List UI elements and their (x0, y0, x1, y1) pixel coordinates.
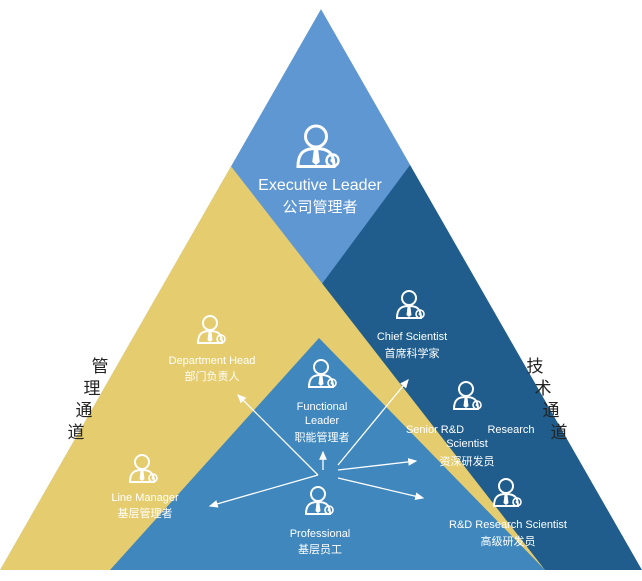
overlap-region (110, 338, 545, 570)
arrows (208, 378, 425, 508)
right-channel-char: 通 (543, 401, 560, 421)
professional-node: Professional 基层员工 (290, 486, 351, 556)
right-channel-char: 技 (527, 357, 544, 377)
functional-leader-en2: Leader (305, 415, 340, 427)
rd-research-zh: 高级研发员 (481, 534, 536, 548)
left-channel-char: 理 (84, 379, 101, 399)
left-channel-char: 道 (68, 423, 85, 443)
senior-rd-en2: Scientist (446, 438, 488, 450)
left-channel-char: 通 (76, 401, 93, 421)
executive-leader-zh: 公司管理者 (282, 199, 357, 216)
left-channel-label: 管 理 通 道 (68, 357, 109, 443)
left-channel-char: 管 (92, 357, 109, 377)
department-head-node: Department Head 部门负责人 (169, 315, 256, 383)
line-manager-zh: 基层管理者 (118, 506, 173, 520)
department-head-zh: 部门负责人 (185, 369, 240, 383)
chief-scientist-node: Chief Scientist 首席科学家 (377, 290, 447, 360)
chief-scientist-zh: 首席科学家 (385, 346, 440, 360)
professional-zh: 基层员工 (298, 543, 342, 556)
arrow-to-senior-rd (337, 458, 418, 471)
chief-scientist-en: Chief Scientist (377, 331, 447, 343)
department-head-en: Department Head (169, 355, 256, 367)
senior-rd-node: Senior R&D Research Scientist 资深研发员 (406, 381, 535, 468)
functional-leader-en1: Functional (297, 401, 348, 413)
right-channel-char: 道 (551, 423, 568, 443)
senior-rd-en1b: Research (487, 424, 534, 436)
right-channel-label: 技 术 通 道 (527, 357, 568, 443)
functional-leader-zh: 职能管理者 (295, 430, 350, 444)
executive-leader-node: Executive Leader 公司管理者 (258, 124, 382, 216)
triangle-regions (0, 9, 642, 570)
arrow-to-line-manager (208, 474, 319, 508)
arrow-to-department-head (237, 394, 319, 476)
rd-research-en: R&D Research Scientist (449, 519, 567, 531)
right-channel-char: 术 (535, 379, 552, 399)
line-manager-node: Line Manager 基层管理者 (111, 454, 179, 520)
line-manager-en: Line Manager (111, 492, 179, 504)
arrow-to-rd-research (337, 477, 425, 501)
executive-leader-en: Executive Leader (258, 177, 382, 194)
arrow-to-chief-scientist (337, 378, 409, 466)
functional-leader-node: Functional Leader 职能管理者 (295, 359, 350, 444)
rd-research-node: R&D Research Scientist 高级研发员 (449, 478, 567, 548)
professional-en: Professional (290, 528, 351, 540)
senior-rd-zh: 资深研发员 (440, 454, 495, 468)
senior-rd-en1a: Senior R&D (406, 424, 464, 436)
